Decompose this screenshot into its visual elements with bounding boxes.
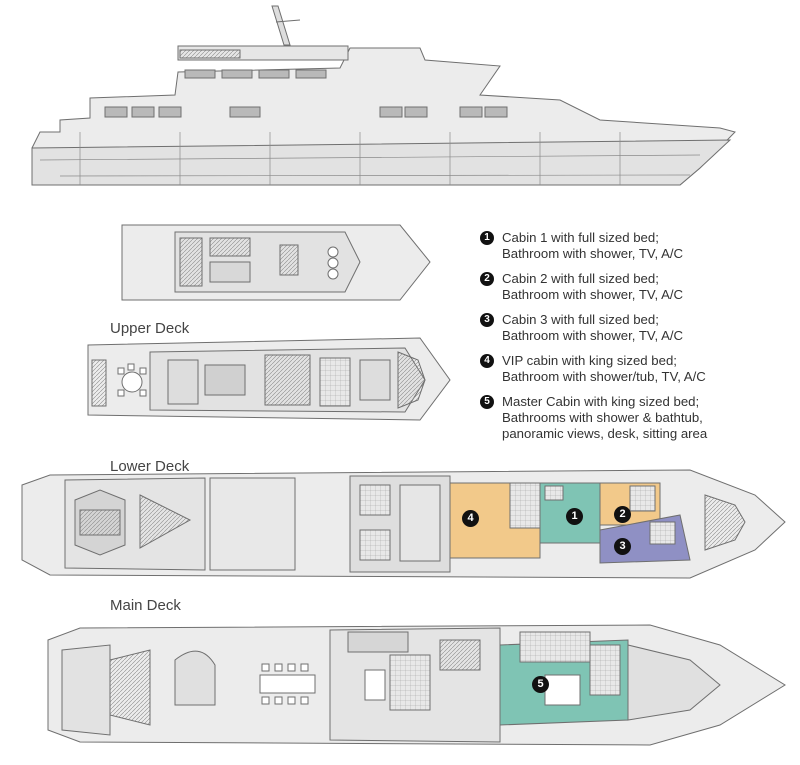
legend-item-2: 2 Cabin 2 with full sized bed; Bathroom … xyxy=(480,271,790,303)
legend-item-1: 1 Cabin 1 with full sized bed; Bathroom … xyxy=(480,230,790,262)
upper-table xyxy=(121,371,143,393)
main-windows xyxy=(104,106,508,118)
legend-item-3: 3 Cabin 3 with full sized bed; Bathroom … xyxy=(480,312,790,344)
main-deck-label: Main Deck xyxy=(110,597,181,614)
legend-line: Bathroom with shower, TV, A/C xyxy=(502,287,684,302)
upper-deck-label: Upper Deck xyxy=(110,320,190,337)
legend-badge-5: 5 xyxy=(480,395,494,409)
cabin-legend: 1 Cabin 1 with full sized bed; Bathroom … xyxy=(480,230,790,451)
map-badge-1: 1 xyxy=(566,508,583,525)
legend-line: panoramic views, desk, sitting area xyxy=(502,426,708,441)
hull-lines xyxy=(39,132,701,185)
lower-deck-plan xyxy=(21,469,786,579)
map-badge-3: 3 xyxy=(614,538,631,555)
legend-line: Cabin 2 with full sized bed; xyxy=(502,271,659,286)
upper-deck-plan xyxy=(87,337,451,421)
legend-line: Master Cabin with king sized bed; xyxy=(502,394,700,409)
upper-windows xyxy=(184,69,327,79)
map-badge-4: 4 xyxy=(462,510,479,527)
hull-band xyxy=(31,139,732,186)
legend-badge-2: 2 xyxy=(480,272,494,286)
mast xyxy=(271,5,291,46)
legend-line: VIP cabin with king sized bed; xyxy=(502,353,677,368)
legend-badge-4: 4 xyxy=(480,354,494,368)
legend-item-4: 4 VIP cabin with king sized bed; Bathroo… xyxy=(480,353,790,385)
map-badge-5: 5 xyxy=(532,676,549,693)
legend-line: Cabin 3 with full sized bed; xyxy=(502,312,659,327)
legend-line: Cabin 1 with full sized bed; xyxy=(502,230,659,245)
legend-line: Bathroom with shower/tub, TV, A/C xyxy=(502,369,706,384)
sun-deck xyxy=(121,224,431,301)
legend-line: Bathrooms with shower & bathtub, xyxy=(502,410,703,425)
lower-deck-label: Lower Deck xyxy=(110,458,190,475)
legend-badge-1: 1 xyxy=(480,231,494,245)
legend-line: Bathroom with shower, TV, A/C xyxy=(502,246,684,261)
legend-badge-3: 3 xyxy=(480,313,494,327)
map-badge-2: 2 xyxy=(614,506,631,523)
legend-line: Bathroom with shower, TV, A/C xyxy=(502,328,684,343)
legend-item-5: 5 Master Cabin with king sized bed; Bath… xyxy=(480,394,790,442)
dining-table xyxy=(259,674,316,694)
main-deck-plan xyxy=(47,624,786,746)
side-profile xyxy=(31,5,736,186)
